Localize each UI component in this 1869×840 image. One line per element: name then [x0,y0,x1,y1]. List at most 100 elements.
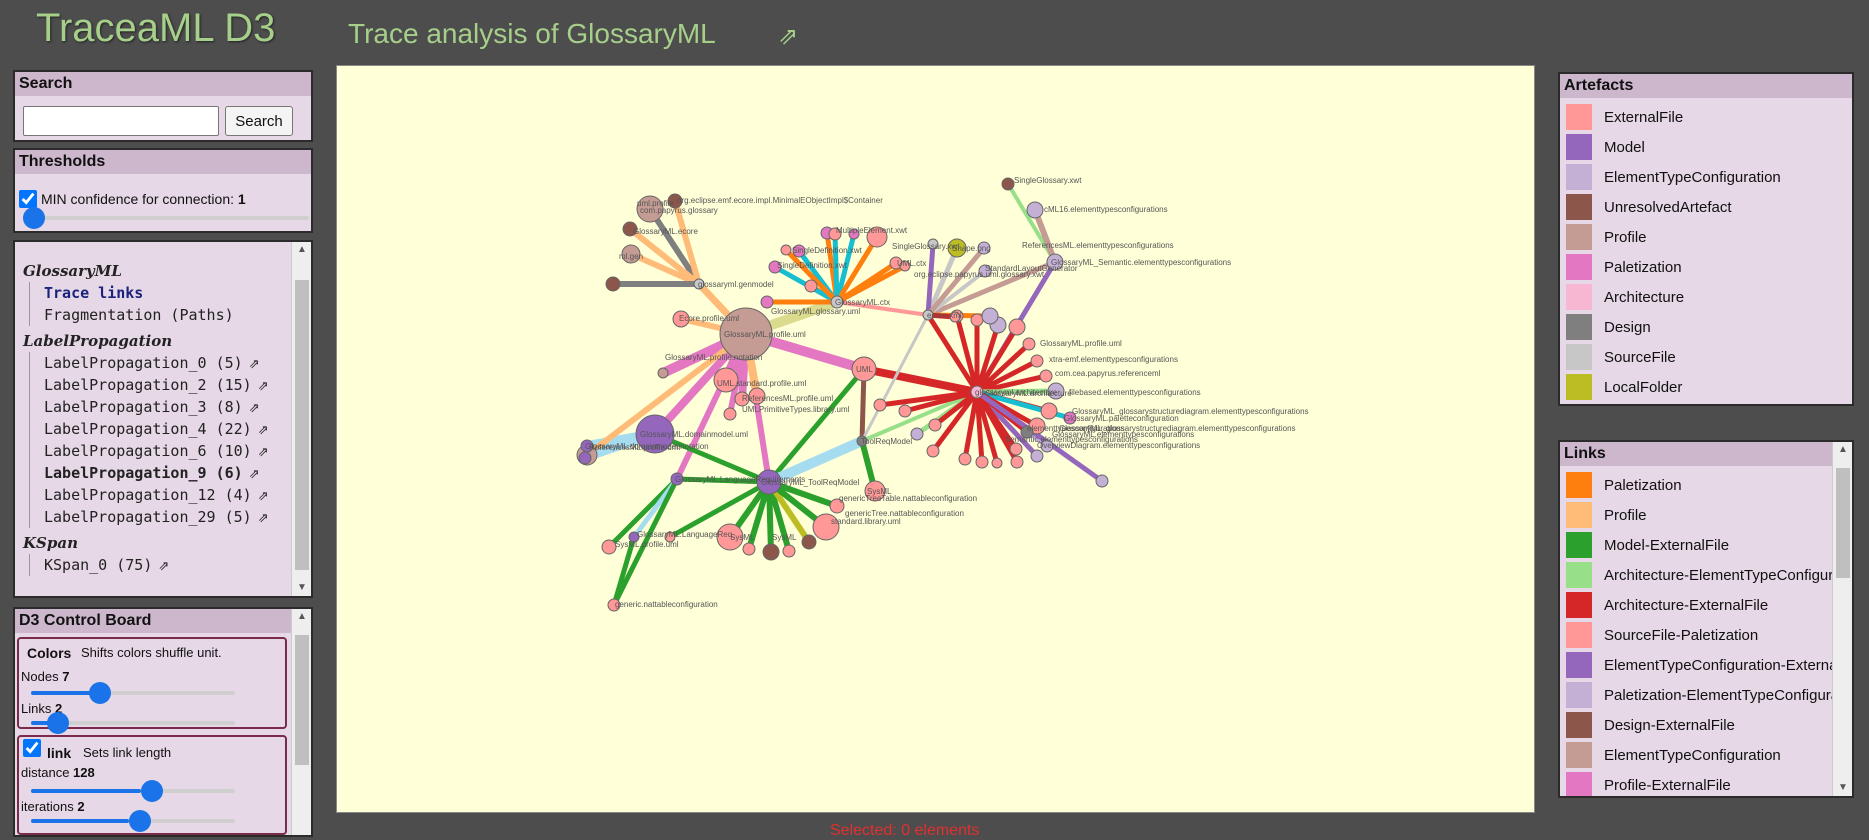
graph-node[interactable] [605,276,621,292]
graph-node[interactable] [1026,201,1044,219]
tree-scrollbar-thumb[interactable] [295,280,309,570]
artefact-legend-item[interactable]: SourceFile [1566,342,1846,372]
graph-node[interactable] [975,455,989,469]
distance-slider[interactable] [31,780,235,802]
graph-node[interactable] [607,598,621,612]
graph-node[interactable] [742,542,756,556]
graph-node[interactable] [1001,177,1015,191]
tree-item-link[interactable]: Trace links [44,284,144,302]
graph-node[interactable] [898,404,912,418]
graph-node[interactable] [1008,318,1026,336]
graph-node[interactable] [829,498,845,514]
graph-node[interactable] [812,513,840,541]
tree-item-link[interactable]: LabelPropagation_29 (5) [44,508,252,526]
graph-node[interactable] [977,241,991,255]
link-legend-item[interactable]: Design-ExternalFile [1566,710,1846,740]
external-link-icon[interactable]: ⇗ [158,559,170,574]
link-legend-item[interactable]: Model-ExternalFile [1566,530,1846,560]
external-link-icon[interactable]: ⇗ [248,357,260,372]
graph-node[interactable] [958,452,972,466]
graph-node[interactable] [928,418,942,432]
graph-node[interactable] [762,543,780,561]
link-legend-item[interactable]: ElementTypeConfiguration [1566,740,1846,770]
scroll-up-icon[interactable]: ▲ [297,244,307,255]
artefact-legend-item[interactable]: Profile [1566,222,1846,252]
link-legend-item[interactable]: Paletization-ElementTypeConfigura [1566,680,1846,710]
link-legend-item[interactable]: Profile [1566,500,1846,530]
graph-node[interactable] [760,295,774,309]
scroll-down-icon[interactable]: ▼ [297,582,307,593]
graph-node[interactable] [910,427,924,441]
links-scrollbar-thumb[interactable] [1836,468,1850,578]
tree-item[interactable]: LabelPropagation_29 (5)⇗ [29,506,269,528]
graph-node[interactable] [723,407,737,421]
trace-graph[interactable]: GlossaryML.profile.umlGlossaryML.ctxglos… [337,66,1536,814]
links-slider[interactable] [31,712,235,734]
search-input[interactable] [23,106,219,136]
tree-item[interactable]: LabelPropagation_3 (8)⇗ [29,396,269,418]
external-link-icon[interactable]: ⇗ [257,489,269,504]
graph-node[interactable] [864,480,886,502]
artefact-legend-item[interactable]: Model [1566,132,1846,162]
graph-node[interactable] [667,193,683,209]
links-scrollbar[interactable]: ▲ ▼ [1832,442,1852,796]
slider-thumb[interactable] [23,207,45,229]
graph-node[interactable] [1010,455,1024,469]
artefact-legend-item[interactable]: ExternalFile [1566,102,1846,132]
min-confidence-checkbox[interactable] [19,190,37,208]
graph-node[interactable] [792,244,806,258]
graph-node[interactable] [1095,474,1109,488]
graph-node-tool[interactable] [856,435,868,447]
tree-item[interactable]: LabelPropagation_9 (6) ⇗ [29,462,269,484]
link-legend-item[interactable]: SourceFile-Paletization [1566,620,1846,650]
tree-item-link[interactable]: Fragmentation (Paths) [44,306,234,324]
tree-item-link[interactable]: LabelPropagation_2 (15) [44,376,252,394]
graph-node-lf[interactable] [947,238,967,258]
graph-node-uml[interactable] [851,356,877,382]
tree-item[interactable]: LabelPropagation_4 (22)⇗ [29,418,269,440]
tree-item-link[interactable]: KSpan_0 (75) [44,556,153,574]
external-link-icon[interactable]: ⇗ [257,423,269,438]
iterations-slider-thumb[interactable] [129,810,151,832]
tree-item[interactable]: LabelPropagation_0 (5) ⇗ [29,352,269,374]
external-link-icon[interactable]: ⇗ [778,23,799,50]
graph-node[interactable] [1047,382,1065,400]
tree-item[interactable]: LabelPropagation_6 (10)⇗ [29,440,269,462]
tree-item[interactable]: Trace links [29,282,269,304]
tree-item[interactable]: LabelPropagation_12 (4)⇗ [29,484,269,506]
scroll-up-icon[interactable]: ▲ [297,611,307,622]
graph-node[interactable] [970,313,984,327]
graph-node[interactable] [866,226,888,248]
tree-item-link[interactable]: LabelPropagation_0 (5) [44,354,243,372]
graph-node[interactable] [664,531,676,543]
graph-node[interactable] [804,279,818,293]
tree-item-link[interactable]: LabelPropagation_9 (6) [44,464,243,482]
external-link-icon[interactable]: ⇗ [248,401,260,416]
graph-node[interactable] [1022,337,1036,351]
artefact-legend-item[interactable]: LocalFolder [1566,372,1846,402]
artefact-legend-item[interactable]: Design [1566,312,1846,342]
control-board-scrollbar-thumb[interactable] [295,635,309,765]
artefact-legend-item[interactable]: Paletization [1566,252,1846,282]
artefact-legend-item[interactable]: ElementTypeConfiguration [1566,162,1846,192]
graph-node[interactable] [926,444,940,458]
graph-node-lreq[interactable] [670,472,684,486]
graph-node[interactable] [782,544,796,558]
external-link-icon[interactable]: ⇗ [248,467,260,482]
tree-item[interactable]: LabelPropagation_2 (15)⇗ [29,374,269,396]
graph-node[interactable] [828,227,842,241]
graph-node-gmodel[interactable] [693,278,705,290]
graph-node[interactable] [1063,411,1077,425]
graph-node[interactable] [748,387,766,405]
graph-node[interactable] [601,539,617,555]
graph-node[interactable] [1040,402,1058,420]
graph-node[interactable] [578,451,592,465]
link-legend-item[interactable]: Profile-ExternalFile [1566,770,1846,796]
link-legend-item[interactable]: Paletization [1566,470,1846,500]
graph-node[interactable] [672,310,690,328]
graph-node[interactable] [801,534,817,550]
graph-node[interactable] [713,367,739,393]
search-button[interactable]: Search [225,106,293,136]
graph-node-sem[interactable] [1046,253,1064,271]
